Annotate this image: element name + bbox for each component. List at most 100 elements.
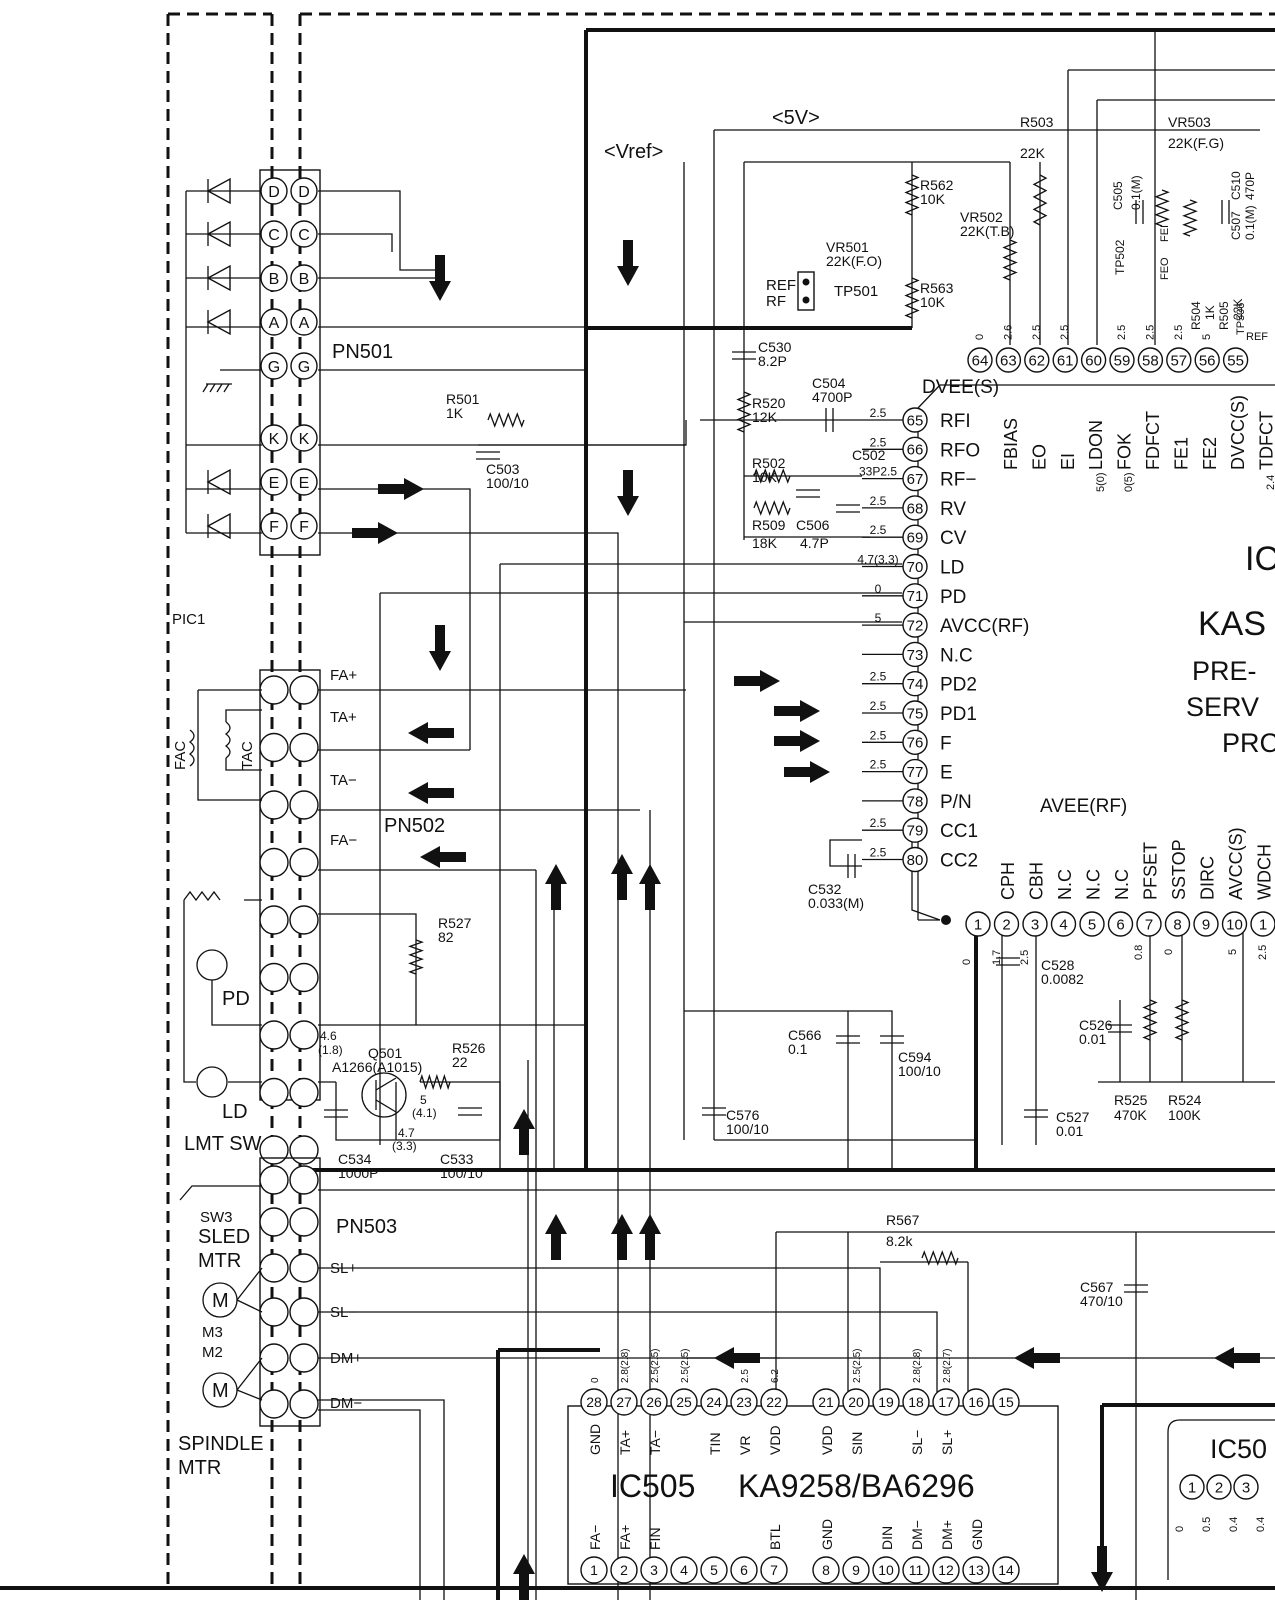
c576-ref: C576: [726, 1107, 760, 1123]
ic501-desc-line1: PRE-: [1192, 656, 1257, 686]
c526-ref: C526: [1079, 1017, 1113, 1033]
pn503-pin-left: [259, 1253, 289, 1283]
pn501-pin-e-right-number: E: [299, 475, 310, 492]
ic501-bottom-pin-2-number: 2: [1002, 916, 1010, 933]
pn501-pin-a-left: A: [260, 308, 288, 336]
ic501-pin-74: 74: [902, 671, 928, 697]
c532-value: 0.033(M): [808, 895, 864, 911]
arrow-left-icon: [408, 722, 454, 744]
m2-label: M2: [202, 1344, 223, 1361]
pn501-pin-k-left-number: K: [269, 431, 280, 448]
ic505-pin-21-number: 21: [818, 1394, 834, 1410]
ic501-fok-prefix: 0(5): [1123, 472, 1135, 492]
ic501-pin-69: 69: [902, 524, 928, 550]
ic505-bottom-pin-2: 2: [610, 1556, 638, 1584]
c503-value: 100/10: [486, 475, 529, 491]
ic501-bottom-pin-10: 10: [1221, 911, 1248, 937]
ic505-pin-19-number: 19: [878, 1394, 894, 1410]
c507-value: 0.1(M): [1243, 205, 1257, 240]
ic501-top-name-3: LDON: [1086, 420, 1106, 470]
pn501-pin-b-right-number: B: [299, 271, 310, 288]
ic501-bottom-pin-11: 1: [1250, 911, 1275, 937]
rail-labels: <5V> <Vref> REF RF TP501 TP502 TP506 REF…: [604, 107, 1268, 343]
fe0-label: FEO: [1159, 257, 1171, 280]
ic505-bottom-pin-2-name: FA+: [617, 1525, 633, 1550]
r527-ref: R527: [438, 915, 472, 931]
pn502-pin-left: [259, 905, 289, 935]
r509-resistor-icon: [753, 500, 791, 516]
pn503-connector: PN503 SL+ SL− DM+ DM− LMT SW SW3 SLED MT…: [178, 1133, 397, 1479]
ic501-pin-65-voltage: 2.5: [870, 406, 887, 420]
spindle-mtr-label: MTR: [178, 1457, 221, 1479]
ic505-pin-25: 25: [670, 1388, 698, 1416]
arrow-up-icon: [611, 1214, 633, 1260]
ic501-part: KAS: [1198, 605, 1266, 643]
r520-ref: R520: [752, 395, 786, 411]
pd-diode-icon: [196, 949, 228, 981]
arrow-left-icon: [408, 782, 454, 804]
ic501-pin-59: 59: [1109, 347, 1135, 373]
ic501-bottom-name-4: N.C: [1112, 869, 1132, 900]
c527-value: 0.01: [1056, 1123, 1083, 1139]
pn503-pin-right: [289, 1389, 319, 1419]
ic505-pin-26: 26: [640, 1388, 668, 1416]
pn501-pin-k-right: K: [290, 424, 318, 452]
ic501-pin-1-voltage: 0: [961, 959, 973, 965]
c510-value: 470P: [1243, 172, 1257, 200]
pd-resistor-icon: [183, 890, 221, 902]
ic501-desc-line3: PRC: [1222, 728, 1275, 758]
c567-value: 470/10: [1080, 1293, 1123, 1309]
ic505-bottom-pin-11-name: DM−: [909, 1520, 925, 1550]
pn503-pin-left: [259, 1389, 289, 1419]
ic501-pin-66-voltage: 2.5: [870, 435, 887, 449]
ic505-bottom-pin-6-number: 6: [740, 1562, 748, 1578]
pn501-pin-c-left-number: C: [268, 227, 280, 244]
ic501-bottom-pin-8: 8: [1164, 911, 1191, 937]
arrow-right-icon: [352, 522, 398, 544]
signal-flow-arrows: [352, 240, 1260, 1600]
ld-label: LD: [222, 1101, 248, 1123]
pn502-pin-left: [259, 962, 289, 993]
c528-value: 0.0082: [1041, 971, 1084, 987]
pn502-label: PN502: [384, 815, 445, 837]
tac-coil-icon: [224, 721, 231, 759]
ic505-pin-22-voltage: 6.2: [770, 1369, 781, 1383]
pn501-pin-k-right-number: K: [299, 431, 310, 448]
tp501-test-point-icon: [797, 271, 815, 311]
pn501-pin-b-left-number: B: [269, 271, 280, 288]
ic501-dvee-label: DVEE(S): [922, 377, 999, 398]
ic501-pin-68: 68: [902, 495, 928, 521]
ic505-pin-15: 15: [992, 1388, 1020, 1416]
r525-resistor-icon: [1142, 999, 1158, 1041]
signal-wires: [185, 30, 1275, 1600]
ic501-pin-63: 63: [995, 347, 1022, 373]
ic501-bottom-name-6: SSTOP: [1169, 839, 1189, 900]
ic505-pin-21-name: VDD: [819, 1425, 835, 1455]
vr501-ref: VR501: [826, 239, 869, 255]
ic501-pin-56: 56: [1194, 347, 1220, 373]
pn503-signal-sl-minus: SL−: [330, 1304, 357, 1321]
r563-value: 10K: [920, 294, 946, 310]
pn503-pin-left: [259, 1343, 289, 1373]
ic501-bottom-name-2: N.C: [1055, 869, 1075, 900]
ic501-pin-57-voltage: 2.5: [1173, 325, 1185, 340]
pn503-pin-right: [289, 1297, 319, 1327]
ic505-pin-20-name: SIN: [849, 1432, 865, 1455]
photodiode-icon: [206, 308, 231, 336]
ic505-bottom-pin-3-number: 3: [650, 1562, 658, 1578]
ic501-pin-58-voltage: 2.5: [1144, 325, 1156, 340]
r520-value: 12K: [752, 409, 778, 425]
ic505-pin-20-number: 20: [848, 1394, 864, 1410]
ic501-pin-3-voltage: 2.5: [1019, 950, 1031, 965]
ic50x-pin-1-number: 1: [1188, 1479, 1196, 1496]
ic501-bottom-pin-3: 3: [1022, 911, 1048, 937]
pn502-pin-right: [289, 1135, 319, 1165]
ic501-pin-70-voltage: 4.7(3.3): [857, 553, 898, 567]
r524-value: 100K: [1168, 1107, 1201, 1123]
ic505-pin-23: 23: [730, 1388, 758, 1416]
pn501-pin-d-right: D: [290, 177, 318, 205]
ic501-pin-72-name: AVCC(RF): [940, 616, 1029, 637]
pn502-pin-right: [289, 962, 319, 993]
c503-ref: C503: [486, 461, 520, 477]
